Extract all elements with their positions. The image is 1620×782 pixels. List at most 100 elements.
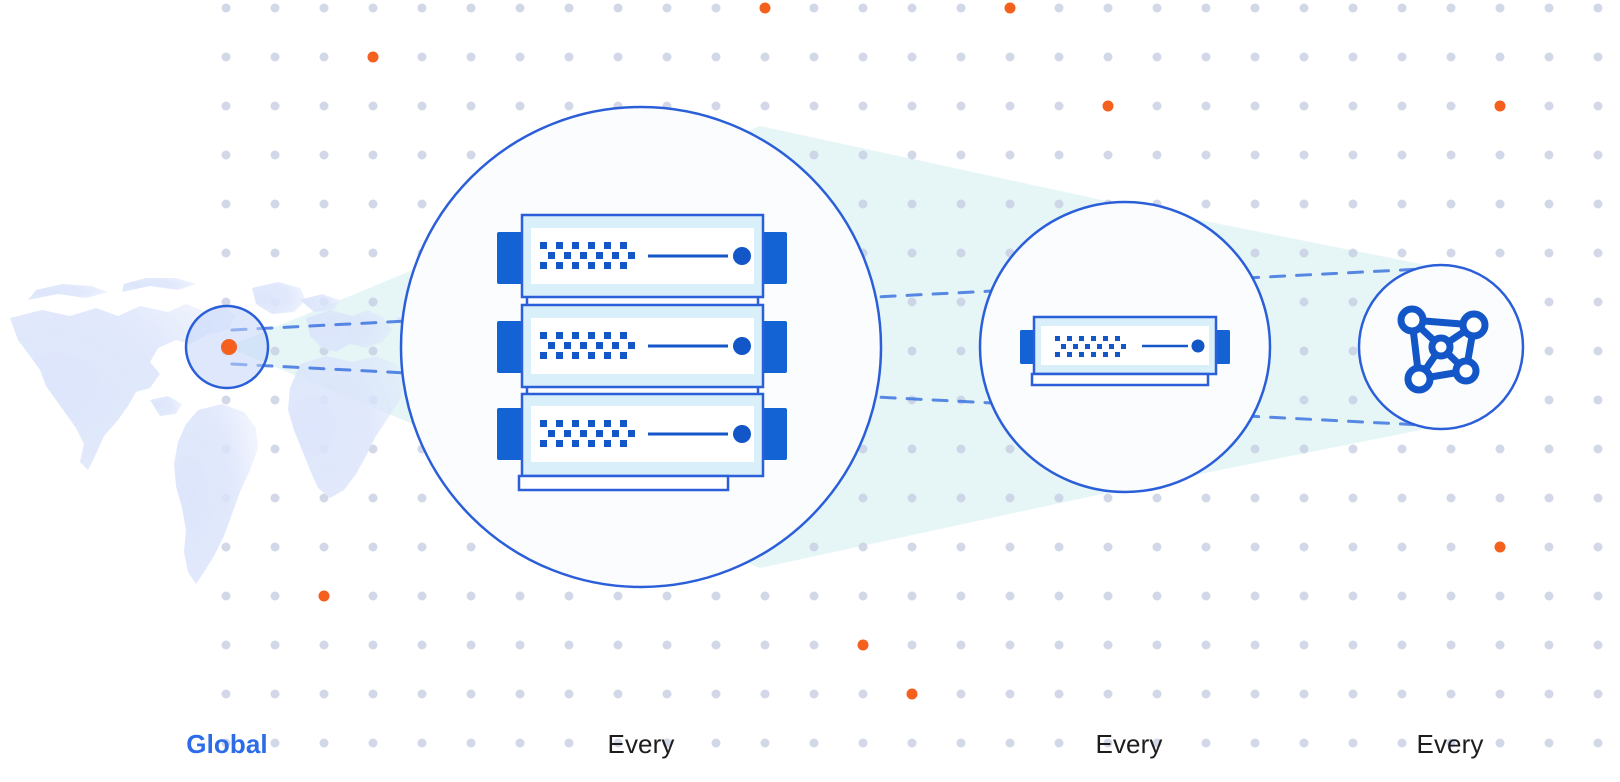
- grid-dot: [1299, 297, 1309, 307]
- grid-dot: [1397, 542, 1407, 552]
- grid-dot: [221, 738, 231, 748]
- stage-label-line1: Global: [186, 728, 268, 759]
- grid-dot: [956, 248, 966, 258]
- grid-dot: [760, 640, 770, 650]
- grid-dot: [270, 542, 280, 552]
- grid-dot: [809, 150, 819, 160]
- grid-dot: [907, 150, 917, 160]
- grid-dot: [662, 3, 672, 13]
- grid-dot: [221, 640, 231, 650]
- grid-dot: [221, 591, 231, 601]
- grid-dot: [1005, 542, 1015, 552]
- grid-dot: [1250, 199, 1260, 209]
- grid-dot: [1201, 493, 1211, 503]
- mesh-node: [1404, 364, 1434, 394]
- grid-dot: [1348, 738, 1358, 748]
- global-network-node[interactable]: [184, 304, 270, 390]
- grid-dot: [1348, 199, 1358, 209]
- grid-dot-accent: [318, 590, 330, 602]
- grid-dot: [1397, 640, 1407, 650]
- grid-dot: [1397, 591, 1407, 601]
- grid-dot: [368, 738, 378, 748]
- grid-dot: [907, 640, 917, 650]
- service-mesh-icon: [1397, 305, 1489, 394]
- grid-dot: [858, 3, 868, 13]
- grid-dot-accent: [857, 639, 869, 651]
- grid-dot: [270, 591, 280, 601]
- stage-label-line1: Every: [1416, 728, 1484, 759]
- grid-dot: [270, 738, 280, 748]
- grid-dot: [1250, 150, 1260, 160]
- grid-dot: [1397, 738, 1407, 748]
- grid-dot: [1495, 3, 1505, 13]
- server-tab-right: [1214, 330, 1230, 364]
- server-tab-left: [1020, 330, 1036, 364]
- grid-dot: [1054, 150, 1064, 160]
- grid-dot: [1544, 297, 1554, 307]
- grid-dot: [368, 3, 378, 13]
- grid-dot: [319, 738, 329, 748]
- grid-dot: [270, 640, 280, 650]
- grid-dot: [1005, 640, 1015, 650]
- grid-dot: [858, 150, 868, 160]
- grid-dot: [809, 591, 819, 601]
- grid-dot: [417, 738, 427, 748]
- grid-dot: [1446, 591, 1456, 601]
- server-status-indicator: [733, 247, 751, 265]
- grid-dot: [368, 493, 378, 503]
- grid-dot: [515, 52, 525, 62]
- grid-dot: [1593, 52, 1603, 62]
- grid-dot: [1348, 297, 1358, 307]
- grid-dot: [466, 542, 476, 552]
- grid-dot: [907, 297, 917, 307]
- grid-dot: [907, 248, 917, 258]
- grid-dot: [1397, 248, 1407, 258]
- grid-dot: [956, 150, 966, 160]
- grid-dot: [1446, 738, 1456, 748]
- grid-dot: [1054, 199, 1064, 209]
- server-tab-left: [497, 321, 523, 373]
- grid-dot: [1348, 591, 1358, 601]
- stage-label-every-data-center: Every data center: [491, 668, 791, 782]
- grid-dot: [270, 395, 280, 405]
- grid-dot: [319, 3, 329, 13]
- mesh-node: [1452, 357, 1480, 385]
- grid-dot: [1201, 3, 1211, 13]
- grid-dot: [1054, 738, 1064, 748]
- grid-dot: [1348, 493, 1358, 503]
- grid-dot: [956, 542, 966, 552]
- grid-dot: [1397, 3, 1407, 13]
- grid-dot: [956, 444, 966, 454]
- grid-dot: [466, 640, 476, 650]
- grid-dot: [1544, 640, 1554, 650]
- every-data-center-node[interactable]: [399, 105, 883, 589]
- grid-dot: [1544, 248, 1554, 258]
- grid-dot: [1544, 199, 1554, 209]
- grid-dot: [1593, 150, 1603, 160]
- grid-dot: [319, 689, 329, 699]
- grid-dot: [711, 3, 721, 13]
- grid-dot: [270, 689, 280, 699]
- grid-dot: [1544, 395, 1554, 405]
- grid-dot: [368, 297, 378, 307]
- grid-dot: [1299, 738, 1309, 748]
- server-tab-right: [761, 408, 787, 460]
- every-server-node[interactable]: [978, 200, 1272, 494]
- grid-dot: [1103, 52, 1113, 62]
- server-vent-dots: [540, 242, 635, 269]
- grid-dot: [1152, 640, 1162, 650]
- grid-dot: [1544, 3, 1554, 13]
- grid-dot: [1152, 591, 1162, 601]
- grid-dot: [1152, 493, 1162, 503]
- grid-dot: [319, 248, 329, 258]
- grid-dot: [466, 689, 476, 699]
- server-tab-right: [761, 232, 787, 284]
- grid-dot: [1250, 493, 1260, 503]
- every-service-node[interactable]: [1357, 263, 1525, 431]
- grid-dot: [1152, 150, 1162, 160]
- grid-dot: [1299, 3, 1309, 13]
- grid-dot: [907, 591, 917, 601]
- grid-dot: [1495, 591, 1505, 601]
- stage-label-every-server: Every server: [979, 668, 1279, 782]
